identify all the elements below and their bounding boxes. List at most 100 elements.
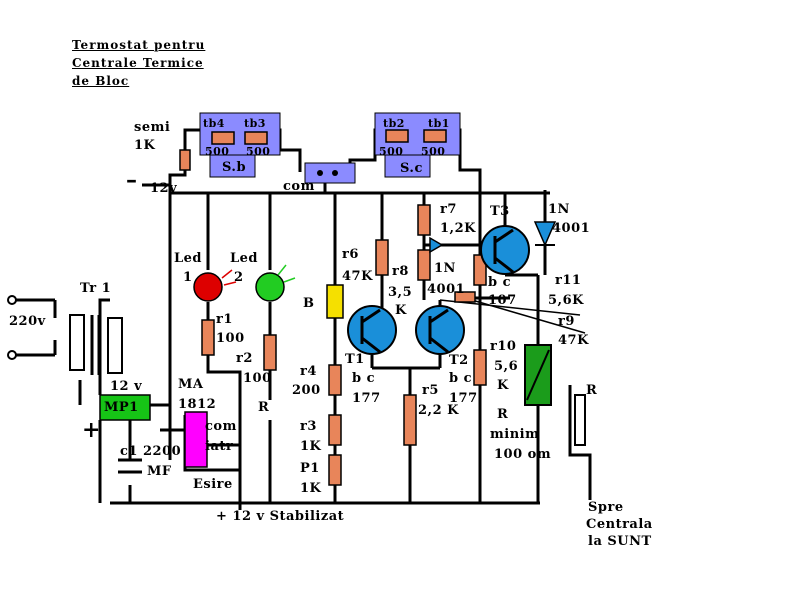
label-tb2: tb2 xyxy=(383,117,405,130)
label-led1: Led xyxy=(174,251,203,266)
label-d2b: 4001 xyxy=(552,221,591,236)
label-tb1: tb1 xyxy=(428,117,450,130)
led1-rays xyxy=(221,269,237,286)
label-r10-val: 5,6 xyxy=(494,359,519,374)
label-d1: 1N xyxy=(434,261,456,276)
label-r9-val: 47K xyxy=(558,333,589,348)
label-ma-val: 1812 xyxy=(178,397,217,412)
label-d2: 1N xyxy=(548,202,570,217)
resistor-r3 xyxy=(328,414,342,446)
label-r10: r10 xyxy=(490,339,517,354)
label-r8-k: K xyxy=(395,303,407,318)
diode-1n4001-a xyxy=(429,236,444,254)
label-la-sunt: la SUNT xyxy=(588,534,652,549)
label-t1n: 177 xyxy=(352,391,381,406)
label-r7: r7 xyxy=(440,202,457,217)
label-r-switch: R xyxy=(258,400,270,415)
resistor-r4 xyxy=(328,364,342,396)
label-r5: r5 xyxy=(422,383,439,398)
label-c1: c1 xyxy=(120,444,138,459)
resistor-r9 xyxy=(454,291,476,303)
label-sb: S.b xyxy=(222,160,247,175)
label-r4: r4 xyxy=(300,364,317,379)
label-t2: T2 xyxy=(449,353,469,368)
label-relay: R xyxy=(497,407,509,422)
label-r3-val: 1K xyxy=(300,439,322,454)
com-switch xyxy=(304,162,356,184)
resistor-r1 xyxy=(201,319,215,356)
label-p1: P1 xyxy=(300,461,320,476)
label-p1-val: 1K xyxy=(300,481,322,496)
label-semi: semi xyxy=(134,120,171,135)
label-led2: Led xyxy=(230,251,259,266)
label-r10-k: K xyxy=(497,378,509,393)
label-t2n: 177 xyxy=(449,391,478,406)
label-r8: r8 xyxy=(392,264,409,279)
label-tb3-val: 500 xyxy=(246,145,271,158)
led1 xyxy=(193,272,223,302)
label-centrala: Centrala xyxy=(586,517,653,532)
label-esire: Esire xyxy=(193,477,233,492)
label-sc: S.c xyxy=(400,161,423,176)
label-t3: T3 xyxy=(490,204,510,219)
transformer-secondary xyxy=(107,317,123,374)
label-d1b: 4001 xyxy=(427,282,466,297)
label-led1-n: 1 xyxy=(183,270,193,285)
resistor-p1 xyxy=(328,454,342,486)
resistor-r7 xyxy=(417,204,431,236)
label-relay-min: minim xyxy=(490,427,540,442)
resistor-r8 xyxy=(375,239,389,276)
label-r5-val: 2,2 K xyxy=(418,403,459,418)
label-r4-val: 200 xyxy=(292,383,321,398)
label-r3: r3 xyxy=(300,419,317,434)
label-t1: T1 xyxy=(345,352,365,367)
label-tb2-val: 500 xyxy=(379,145,404,158)
label-b: B xyxy=(303,296,315,311)
label-t2bc: b c xyxy=(449,371,473,386)
bridge-mp1 xyxy=(99,394,151,421)
label-r9: r9 xyxy=(558,314,575,329)
label-r8-val: 3,5 xyxy=(388,285,413,300)
label-relay-switch: R xyxy=(586,383,598,398)
resistor-r10 xyxy=(473,349,487,386)
resistors xyxy=(201,204,487,486)
label-tb1-val: 500 xyxy=(421,145,446,158)
label-plus12-stabilizat: + 12 v Stabilizat xyxy=(216,509,345,524)
label-minus12: 12v xyxy=(150,181,178,196)
title-line-3: de Bloc xyxy=(72,74,130,88)
label-iatr: iatr xyxy=(205,439,234,454)
label-mp1: MP1 xyxy=(104,400,139,415)
label-tb4: tb4 xyxy=(203,117,225,130)
resistor-r2 xyxy=(263,334,277,371)
label-r7-val: 1,2K xyxy=(440,221,476,236)
label-r1-val: 100 xyxy=(216,331,245,346)
label-tb4-val: 500 xyxy=(205,145,230,158)
label-relay-om: 100 om xyxy=(494,447,552,462)
label-led2-n: 2 xyxy=(234,270,244,285)
title-line-1: Termostat pentru xyxy=(72,38,206,52)
transistors xyxy=(347,225,530,355)
led2 xyxy=(255,272,285,302)
relay-contact xyxy=(574,394,586,446)
label-c1-val: 2200 xyxy=(143,444,182,459)
label-r11-val: 5,6K xyxy=(548,293,584,308)
label-com: com xyxy=(283,179,315,194)
label-mf: MF xyxy=(147,464,172,479)
resistor-r11 xyxy=(473,254,487,286)
label-minus: – xyxy=(126,167,138,193)
sensor-resistors xyxy=(179,129,447,171)
led2-rays xyxy=(277,264,296,283)
label-12v: 12 v xyxy=(110,379,143,394)
sensor-box-b-tag xyxy=(209,154,256,178)
label-r6: r6 xyxy=(342,247,359,262)
label-t1bc: b c xyxy=(352,371,376,386)
title-line-2: Centrale Termice xyxy=(72,56,204,70)
label-r1: r1 xyxy=(216,312,233,327)
label-r2-val: 100 xyxy=(243,371,272,386)
label-semi-val: 1K xyxy=(134,138,156,153)
diode-1n4001-b xyxy=(533,221,557,247)
resistor-r7b xyxy=(417,249,431,281)
label-r11: r11 xyxy=(555,273,582,288)
label-r6-val: 47K xyxy=(342,269,373,284)
